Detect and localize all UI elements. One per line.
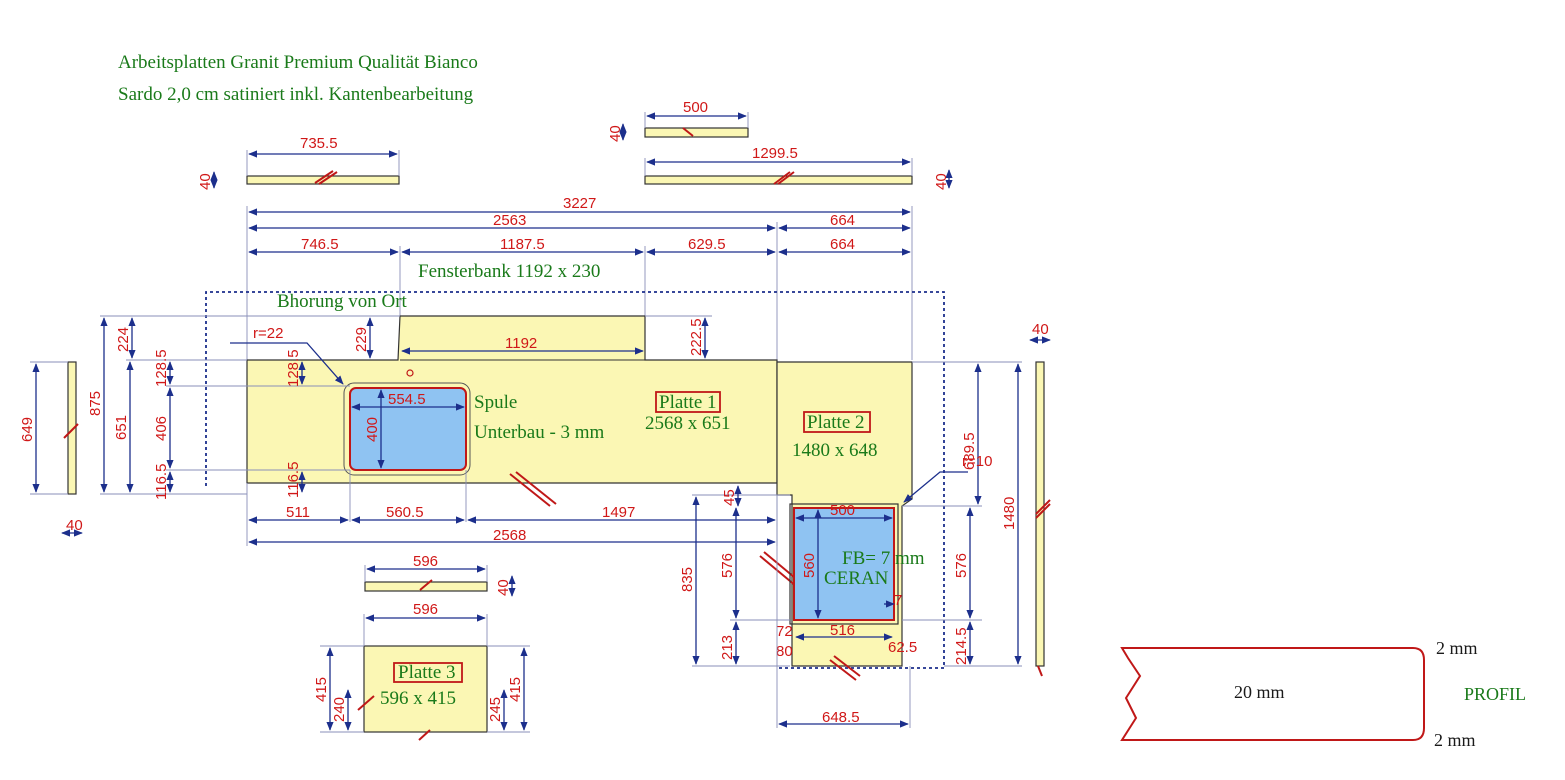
dim-40-a: 40 xyxy=(197,173,214,190)
profile-thickness: 20 mm xyxy=(1234,682,1285,702)
dim-511: 511 xyxy=(286,504,310,521)
label-platte-3: Platte 3 xyxy=(398,662,456,683)
label-ceran: CERAN xyxy=(824,568,889,589)
dim-400: 400 xyxy=(364,417,381,442)
dim-689: 689.5 xyxy=(961,432,978,470)
label-platte-2-size: 1480 x 648 xyxy=(792,440,878,461)
profile-top: 2 mm xyxy=(1436,638,1478,658)
strip-500: 500 40 xyxy=(607,99,749,142)
label-bohrung: Bhorung von Ort xyxy=(277,291,408,312)
dim-40-b: 40 xyxy=(607,125,624,142)
dim-r22: r=22 xyxy=(253,325,283,342)
dim-213: 213 xyxy=(719,635,736,660)
dim-835: 835 xyxy=(679,567,696,592)
dim-554: 554.5 xyxy=(388,391,426,408)
dim-1187: 1187.5 xyxy=(500,236,545,253)
right-dimensions: 689.5 576 214.5 1480 r=10 xyxy=(902,361,1022,667)
label-platte-3-size: 596 x 415 xyxy=(380,688,456,709)
dim-7: 7 xyxy=(894,592,902,609)
dim-128-b: 128.5 xyxy=(285,349,302,387)
dim-516: 516 xyxy=(830,622,855,639)
strip-1299: 1299.5 40 xyxy=(644,145,953,190)
dim-45: 45 xyxy=(721,489,738,506)
dim-406: 406 xyxy=(153,416,170,441)
dim-576-b: 576 xyxy=(953,553,970,578)
dim-40-e: 40 xyxy=(1032,321,1049,338)
dim-245: 245 xyxy=(487,697,504,722)
dim-560: 560.5 xyxy=(386,504,424,521)
dim-2563: 2563 xyxy=(493,212,526,229)
dim-629: 629.5 xyxy=(688,236,726,253)
dim-596-b: 596 xyxy=(413,601,438,618)
dim-1299: 1299.5 xyxy=(752,145,798,162)
dim-40-f: 40 xyxy=(495,579,512,596)
edge-profile: 2 mm 20 mm PROFIL 2 mm xyxy=(1120,638,1526,750)
label-fensterbank: Fensterbank 1192 x 230 xyxy=(418,261,600,282)
strip-735: 735.5 40 xyxy=(197,135,400,190)
dim-648: 648.5 xyxy=(822,709,860,726)
dim-128-a: 128.5 xyxy=(153,349,170,387)
label-platte-1-size: 2568 x 651 xyxy=(645,413,731,434)
dim-1497: 1497 xyxy=(602,504,635,521)
dim-415-b: 415 xyxy=(507,677,524,702)
label-platte-2: Platte 2 xyxy=(807,412,865,433)
label-fb: FB= 7 mm xyxy=(842,548,925,569)
bottom-dimensions-1: 511 560.5 1497 2568 xyxy=(246,470,778,546)
dim-40-d: 40 xyxy=(66,517,83,534)
label-platte-1: Platte 1 xyxy=(659,392,717,413)
dim-222: 222.5 xyxy=(688,318,705,356)
dim-72: 72 xyxy=(776,623,793,640)
label-spule: Spule xyxy=(474,392,517,413)
platte-3: 596 Platte 3 596 x 415 415 240 245 415 xyxy=(313,601,530,741)
dim-229: 229 xyxy=(353,327,370,352)
dim-1480: 1480 xyxy=(1001,497,1018,530)
label-unterbau: Unterbau - 3 mm xyxy=(474,422,605,443)
dim-735: 735.5 xyxy=(300,135,338,152)
dim-664-b: 664 xyxy=(830,236,855,253)
dim-1192: 1192 xyxy=(505,335,537,352)
dim-116-b: 116.5 xyxy=(285,462,302,498)
platte-2-dimensions: 835 45 576 213 516 72 80 62.5 648.5 xyxy=(679,485,917,728)
sink-cutout: 554.5 400 r=22 xyxy=(230,325,471,476)
dim-560-b: 560 xyxy=(801,553,818,578)
dim-500-b: 500 xyxy=(830,502,855,519)
strip-596: 596 40 xyxy=(364,553,516,597)
dim-214: 214.5 xyxy=(953,627,970,665)
top-dimensions: 3227 2563 664 746.5 1187.5 629.5 664 xyxy=(246,195,913,360)
dim-116-a: 116.5 xyxy=(153,464,170,500)
strip-1480: 40 xyxy=(1029,321,1051,677)
dim-2568: 2568 xyxy=(493,527,526,544)
dim-875: 875 xyxy=(87,391,104,416)
dim-415-a: 415 xyxy=(313,677,330,702)
profile-label: PROFIL xyxy=(1464,684,1526,704)
dim-500: 500 xyxy=(683,99,708,116)
left-dimensions: 875 651 224 128.5 406 116.5 128.5 116.5 xyxy=(87,315,400,500)
dim-651: 651 xyxy=(113,415,130,440)
dim-240: 240 xyxy=(331,697,348,722)
strip-649: 649 40 xyxy=(19,361,83,537)
dim-576-a: 576 xyxy=(719,553,736,578)
room-boundary xyxy=(205,291,945,669)
dim-62: 62.5 xyxy=(888,639,917,656)
dim-664-a: 664 xyxy=(830,212,855,229)
dim-3227: 3227 xyxy=(563,195,596,212)
dim-746: 746.5 xyxy=(301,236,339,253)
dim-r10: r=10 xyxy=(962,453,992,470)
dim-224: 224 xyxy=(115,327,132,352)
title-line-2: Sardo 2,0 cm satiniert inkl. Kantenbearb… xyxy=(118,84,474,105)
title-line-1: Arbeitsplatten Granit Premium Qualität B… xyxy=(118,52,478,73)
dim-80: 80 xyxy=(776,643,793,660)
dim-40-c: 40 xyxy=(933,173,950,190)
dim-649: 649 xyxy=(19,417,36,442)
dim-596-a: 596 xyxy=(413,553,438,570)
profile-bottom: 2 mm xyxy=(1434,730,1476,750)
cooktop-cutout: 500 560 FB= 7 mm CERAN 7 xyxy=(789,502,925,625)
